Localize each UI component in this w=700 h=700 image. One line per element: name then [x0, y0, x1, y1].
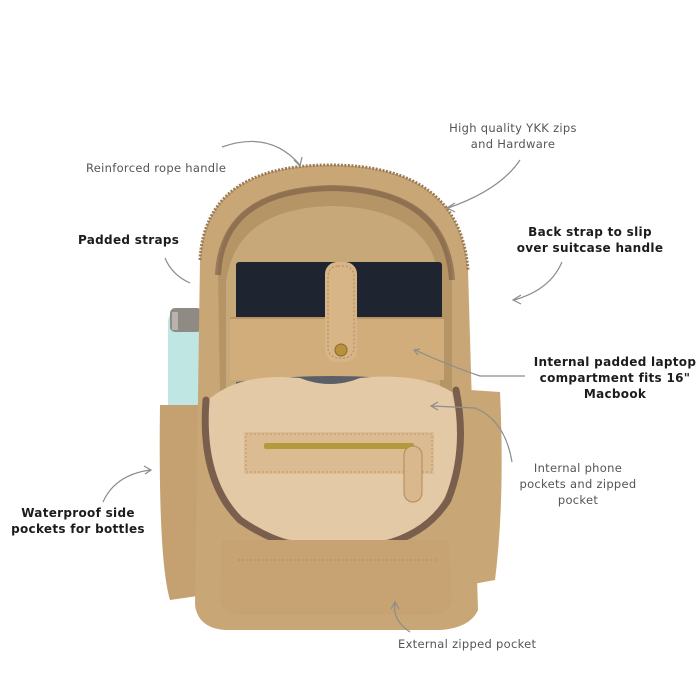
right-side-pocket	[468, 390, 502, 585]
inner-zipper	[264, 443, 414, 449]
zipper-pull	[403, 445, 423, 503]
external-front-pocket	[220, 540, 452, 615]
left-side-pocket	[159, 405, 205, 600]
arrow-side-pockets	[102, 469, 151, 503]
arrow-laptop	[414, 349, 525, 377]
annotation-ykk-zips: High quality YKK zips and Hardware	[449, 121, 577, 151]
annotation-external-pocket: External zipped pocket	[398, 637, 537, 651]
annotation-padded-straps: Padded straps	[78, 233, 180, 247]
annotation-laptop-compartment: Internal padded laptop compartment fits …	[533, 355, 697, 401]
snap-button	[334, 343, 348, 357]
arrow-rope-handle	[221, 140, 301, 166]
arrow-phone-pockets	[431, 405, 513, 463]
arrow-back-strap	[513, 261, 563, 301]
annotation-back-strap: Back strap to slip over suitcase handle	[516, 225, 664, 255]
annotation-phone-pockets: Internal phone pockets and zipped pocket	[519, 461, 637, 507]
annotation-side-pockets: Waterproof side pockets for bottles	[11, 506, 145, 536]
inner-zipped-pocket	[244, 432, 434, 474]
arrow-ykk-zips	[447, 159, 521, 209]
water-bottle	[168, 308, 204, 418]
arrow-external-pocket	[393, 602, 411, 633]
strap-tab	[325, 262, 357, 362]
annotation-rope-handle: Reinforced rope handle	[86, 161, 227, 175]
arrow-padded-straps	[164, 257, 191, 284]
annotation-arrows	[102, 140, 563, 633]
